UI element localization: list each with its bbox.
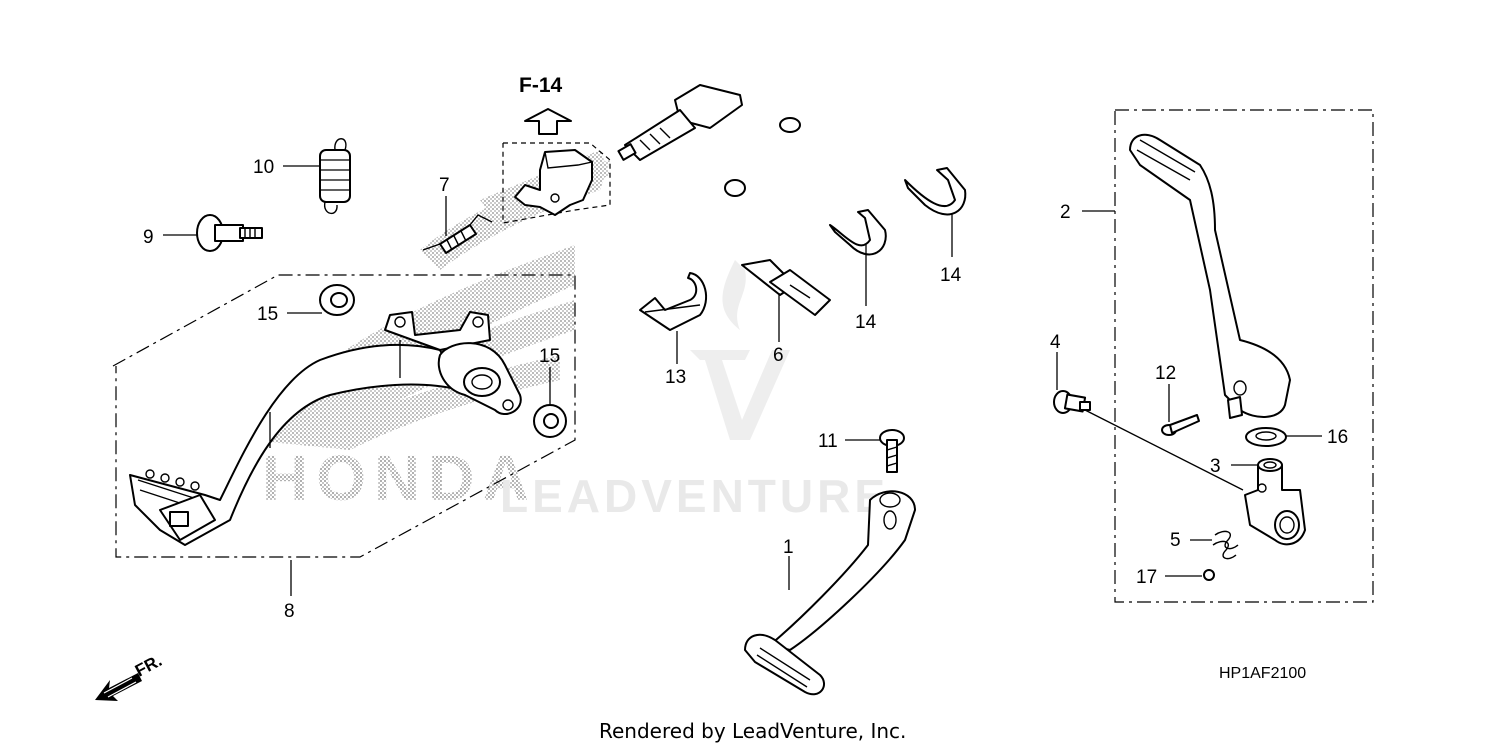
callout-9: 9 (143, 227, 154, 248)
callout-3: 3 (1210, 456, 1221, 477)
brake-pedal-assembly-outline (112, 274, 576, 558)
kick-starter-arm-2 (1129, 133, 1291, 419)
reference-label: F-14 (519, 74, 563, 97)
front-direction-arrow-icon (95, 673, 142, 701)
callout-5: 5 (1170, 530, 1181, 551)
callout-7: 7 (439, 175, 450, 196)
callout-4: 4 (1050, 332, 1061, 353)
kick-ball (1203, 569, 1215, 581)
brake-pedal (129, 311, 522, 546)
switch-bracket (514, 149, 593, 216)
callout-15b: 15 (539, 346, 560, 367)
kick-spring (1212, 530, 1239, 560)
dust-seal-upper (319, 284, 355, 316)
switch-spring (422, 214, 493, 254)
callout-8: 8 (284, 601, 295, 622)
callout-15a: 15 (257, 304, 278, 325)
render-credit: Rendered by LeadVenture, Inc. (599, 719, 906, 743)
up-arrow-icon (524, 108, 572, 135)
kick-boss (1244, 458, 1306, 546)
callout-11: 11 (818, 431, 838, 452)
callout-2: 2 (1060, 202, 1071, 223)
wire-clamp-13 (639, 272, 708, 331)
callout-16: 16 (1327, 427, 1348, 448)
leadventure-logo (690, 260, 790, 440)
callout-14b: 14 (940, 265, 962, 286)
leader-lines (163, 165, 1322, 596)
callout-14a: 14 (855, 312, 877, 333)
stop-switch-harness (617, 43, 831, 316)
callout-6: 6 (773, 345, 784, 366)
callout-17: 17 (1136, 567, 1157, 588)
honda-watermark-text: HONDA (262, 442, 537, 514)
thrust-washer (1245, 427, 1287, 447)
wire-clamp-14b (904, 167, 967, 216)
kick-starter-arm-1 (744, 490, 916, 696)
kick-arm-bolt (879, 429, 905, 473)
kick-screw (1161, 414, 1200, 436)
kick-pivot-bolt (1053, 390, 1091, 414)
kick-starter-assembly-outline (1114, 109, 1374, 603)
dust-seal-lower (533, 404, 567, 438)
pivot-bolt (196, 214, 263, 252)
callout-13: 13 (665, 367, 686, 388)
leadventure-watermark-text: LEADVENTURE (500, 470, 889, 522)
callout-1: 1 (783, 537, 794, 558)
pedal-return-spring (319, 138, 351, 214)
wire-clamp-14a (829, 209, 887, 256)
callout-10: 10 (253, 157, 274, 178)
callout-12: 12 (1155, 363, 1176, 384)
diagram-code: HP1AF2100 (1219, 665, 1306, 682)
